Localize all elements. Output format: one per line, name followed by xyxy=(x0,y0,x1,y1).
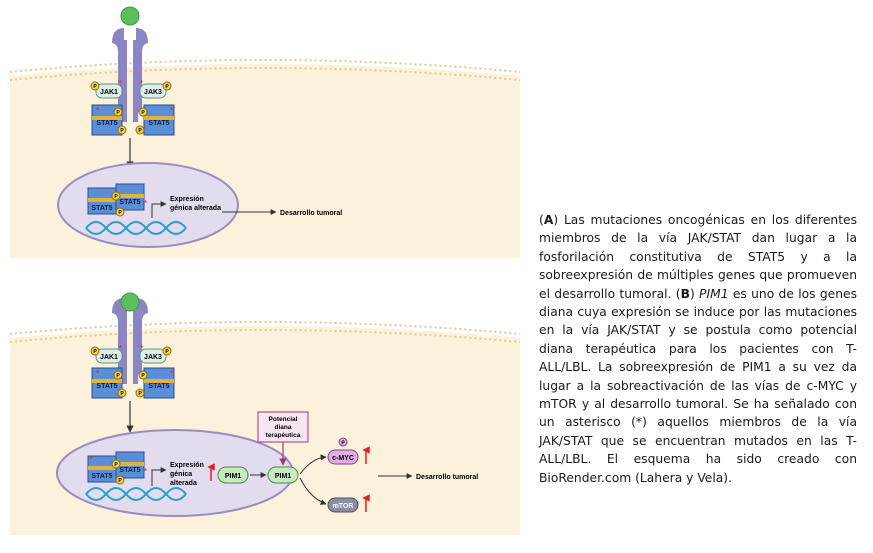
jak3-label: JAK3 xyxy=(144,354,162,361)
jak1-label: JAK1 xyxy=(100,354,118,361)
phospho-label: P xyxy=(141,110,145,116)
mutation-star-jak1-a: * xyxy=(119,79,122,88)
phospho-label: P xyxy=(120,128,124,134)
jak3-box-b: JAK3 xyxy=(139,348,167,364)
jak-stat-pathway-diagram: JAK1 JAK3 * * STAT5 STAT5 * * xyxy=(9,6,520,535)
stat5-right-label: STAT5 xyxy=(148,120,169,127)
expression-label-a2: génica alterada xyxy=(170,205,221,212)
svg-text:*: * xyxy=(144,467,147,476)
nuclear-stat5-b-label: STAT5 xyxy=(119,467,140,474)
phospho-label: P xyxy=(138,391,142,397)
caption-text-a: ) Las mutaciones oncogénicas en los dife… xyxy=(539,213,857,301)
pim1-protein-box: PIM1 xyxy=(267,466,299,484)
svg-text:*: * xyxy=(144,199,147,208)
stat5-right-a: STAT5 xyxy=(143,104,175,136)
nuclear-stat5-a-label: STAT5 xyxy=(91,473,112,480)
phospho-label: P xyxy=(93,84,97,90)
svg-text:*: * xyxy=(96,106,99,115)
phospho-label: P xyxy=(120,391,124,397)
phospho-label: P xyxy=(118,478,122,484)
target-label-2: diana xyxy=(275,424,292,431)
phospho-label: P xyxy=(165,84,169,90)
stat5-left-b: STAT5 xyxy=(91,367,123,399)
svg-text:*: * xyxy=(96,369,99,378)
panel-a: JAK1 JAK3 * * STAT5 STAT5 * * xyxy=(9,6,520,258)
svg-text:*: * xyxy=(170,106,173,115)
phospho-label: P xyxy=(93,349,97,355)
phospho-labels: P P P P P P P P P P P P P P P P xyxy=(93,84,169,484)
cmyc-box: c-MYC P xyxy=(327,437,359,465)
caption-gene-name: PIM1 xyxy=(699,286,729,301)
phospho-label: P xyxy=(141,373,145,379)
target-label-3: terapéutica xyxy=(266,432,301,439)
arrow-to-cmyc xyxy=(299,454,327,475)
mtor-box: mTOR xyxy=(327,497,359,513)
jak1-box-b: JAK1 xyxy=(95,348,123,364)
phospho-label: P xyxy=(138,128,142,134)
nuclear-stat5-dimer-b: STAT5 STAT5 * * xyxy=(87,451,147,485)
caption-label-a: A xyxy=(543,213,554,227)
stat5-right-b: STAT5 xyxy=(143,367,175,399)
svg-text:*: * xyxy=(140,344,143,353)
ligand-a xyxy=(120,6,140,26)
caption-text-b2: es uno de los genes diana cuya expresión… xyxy=(539,286,858,485)
expression-label-a1: Expresión xyxy=(170,196,204,203)
stat5-right-label: STAT5 xyxy=(148,383,169,390)
pim1-nuclear-box: PIM1 xyxy=(217,466,249,484)
dna-helix-b xyxy=(85,487,187,501)
mtor-label: mTOR xyxy=(333,503,354,510)
arrow-to-mtor xyxy=(299,477,327,505)
stat5-left-label: STAT5 xyxy=(96,383,117,390)
jak1-box-a: JAK1 xyxy=(95,83,123,99)
expression-label-b2: génica xyxy=(170,471,192,478)
svg-text:*: * xyxy=(170,369,173,378)
expression-label-b3: alterada xyxy=(170,480,197,487)
target-label-1: Potencial xyxy=(269,416,298,423)
expression-arrow-a xyxy=(151,201,167,218)
panel-b: JAK1 JAK3 * * STAT5 STAT5 * * xyxy=(9,292,520,535)
pim1-nuclear-label: PIM1 xyxy=(225,473,241,480)
outcome-label-a: Desarrollo tumoral xyxy=(280,210,342,217)
phospho-label: P xyxy=(114,462,118,468)
svg-text:*: * xyxy=(119,344,122,353)
jak1-label: JAK1 xyxy=(100,89,118,96)
nuclear-stat5-a-label: STAT5 xyxy=(91,205,112,212)
phospho-label: P xyxy=(114,194,118,200)
jak3-box-a: JAK3 xyxy=(139,83,167,99)
caption-text-b1: ) xyxy=(689,286,700,301)
nuclear-stat5-b-label: STAT5 xyxy=(119,199,140,206)
dna-helix-a xyxy=(85,221,187,235)
phospho-label: P xyxy=(116,373,120,379)
cmyc-phospho-label: P xyxy=(341,441,345,447)
cmyc-label: c-MYC xyxy=(332,455,354,462)
expression-label-b1: Expresión xyxy=(170,462,204,469)
outcome-label-b: Desarrollo tumoral xyxy=(416,474,478,481)
ligand-b xyxy=(120,292,140,312)
stat5-left-label: STAT5 xyxy=(96,120,117,127)
jak3-label: JAK3 xyxy=(144,89,162,96)
expression-arrow-b xyxy=(151,467,167,486)
nuclear-stat5-dimer-a: STAT5 STAT5 * xyxy=(87,183,147,217)
phospho-label: P xyxy=(118,210,122,216)
pim1-protein-label: PIM1 xyxy=(275,473,291,480)
mutation-star-jak3-a: * xyxy=(140,79,143,88)
phospho-label: P xyxy=(165,349,169,355)
caption-label-b: B xyxy=(680,286,690,301)
figure-caption: (A) Las mutaciones oncogénicas en los di… xyxy=(539,211,857,487)
caption-paren: ( xyxy=(539,213,544,227)
svg-text:*: * xyxy=(90,455,93,464)
therapeutic-target-box: Potencial diana terapéutica xyxy=(257,411,309,443)
phospho-label: P xyxy=(116,110,120,116)
